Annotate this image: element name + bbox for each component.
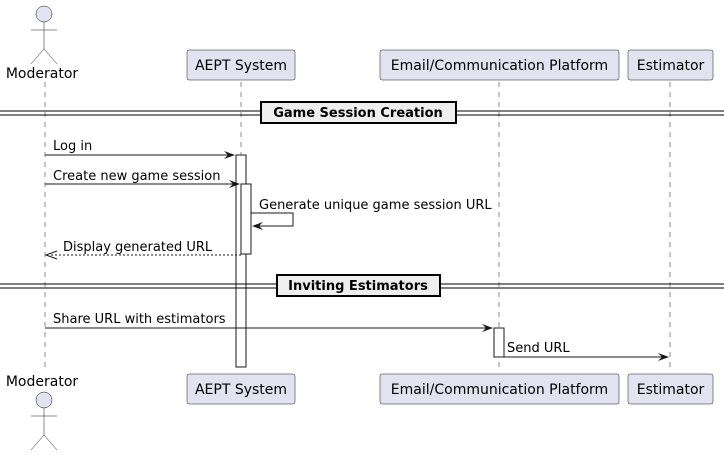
message-line bbox=[251, 212, 294, 227]
arrowhead-icon bbox=[229, 180, 240, 188]
participant-estimator-bottom[interactable]: Estimator bbox=[627, 373, 714, 405]
participant-label-estimator: Estimator bbox=[637, 382, 705, 398]
arrowhead-icon bbox=[252, 222, 263, 230]
divider-game-session-creation: Game Session Creation bbox=[0, 101, 724, 124]
message-create-game-session: Create new game session bbox=[45, 169, 240, 188]
participant-box bbox=[186, 373, 296, 405]
participant-box bbox=[627, 49, 714, 81]
participant-email-platform-bottom[interactable]: Email/Communication Platform bbox=[379, 373, 620, 405]
participant-estimator-top[interactable]: Estimator bbox=[627, 49, 714, 81]
message-label: Send URL bbox=[507, 341, 570, 356]
message-log-in: Log in bbox=[45, 139, 235, 159]
participant-box bbox=[627, 373, 714, 405]
divider-label: Inviting Estimators bbox=[288, 279, 428, 294]
activation-bar-aept-1 bbox=[235, 154, 247, 368]
actor-moderator-bottom[interactable]: Moderator bbox=[6, 374, 79, 451]
message-label: Display generated URL bbox=[63, 240, 213, 255]
actor-body-icon bbox=[30, 22, 58, 65]
participant-label-moderator: Moderator bbox=[6, 66, 79, 82]
participant-box bbox=[186, 49, 296, 81]
divider-inviting-estimators: Inviting Estimators bbox=[0, 274, 724, 297]
actor-head-icon bbox=[35, 5, 53, 23]
participant-label-email-platform: Email/Communication Platform bbox=[391, 58, 608, 74]
participant-label-email-platform: Email/Communication Platform bbox=[391, 382, 608, 398]
divider-box bbox=[260, 101, 457, 124]
message-label: Generate unique game session URL bbox=[259, 198, 492, 213]
participant-box bbox=[379, 373, 620, 405]
message-send-url: Send URL bbox=[504, 341, 669, 361]
message-display-url: Display generated URL bbox=[44, 240, 241, 260]
participant-label-moderator: Moderator bbox=[6, 374, 79, 390]
participant-email-platform-top[interactable]: Email/Communication Platform bbox=[379, 49, 620, 81]
arrowhead-icon bbox=[482, 324, 493, 332]
arrowhead-icon bbox=[44, 250, 58, 260]
message-label: Log in bbox=[53, 139, 92, 154]
actor-body-icon bbox=[30, 408, 58, 451]
divider-box bbox=[276, 274, 441, 297]
participant-aept-system-bottom[interactable]: AEPT System bbox=[186, 373, 296, 405]
actor-head-icon bbox=[35, 391, 53, 409]
participant-label-aept-system: AEPT System bbox=[195, 382, 287, 398]
message-label: Create new game session bbox=[53, 169, 220, 184]
divider-label: Game Session Creation bbox=[273, 106, 443, 121]
message-label: Share URL with estimators bbox=[53, 312, 226, 327]
participant-label-aept-system: AEPT System bbox=[195, 58, 287, 74]
participant-aept-system-top[interactable]: AEPT System bbox=[186, 49, 296, 81]
message-share-url: Share URL with estimators bbox=[45, 312, 493, 332]
actor-moderator-top[interactable]: Moderator bbox=[6, 5, 79, 82]
arrowhead-icon bbox=[658, 353, 669, 361]
participant-label-estimator: Estimator bbox=[637, 58, 705, 74]
arrowhead-icon bbox=[224, 151, 235, 159]
participant-box bbox=[379, 49, 620, 81]
activation-bar-aept-2 bbox=[240, 183, 252, 255]
activation-bar-email bbox=[493, 327, 505, 358]
message-generate-url: Generate unique game session URL bbox=[251, 198, 492, 230]
